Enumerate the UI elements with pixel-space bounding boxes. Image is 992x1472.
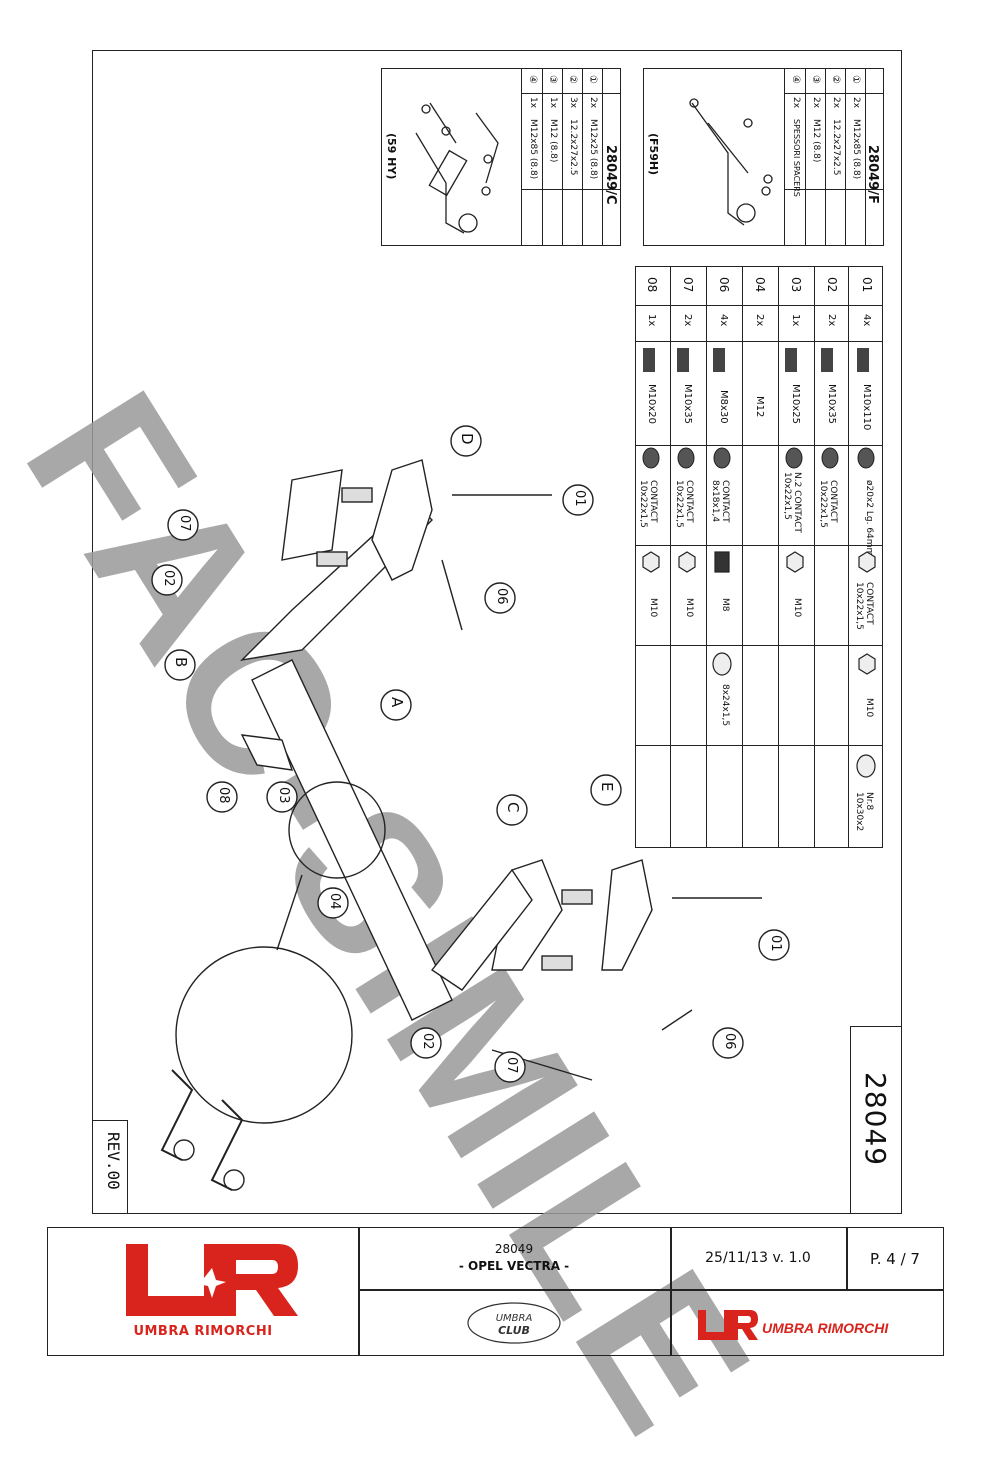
- callout-label-D: D: [458, 433, 476, 445]
- parts-table: [635, 266, 883, 848]
- exploded-view-drawing: [160, 459, 762, 1191]
- callout-02a: [151, 564, 183, 596]
- item6-icon: [856, 754, 876, 778]
- callout-label-C: C: [504, 802, 522, 813]
- callout-label-E: E: [598, 782, 616, 792]
- washer-icons: [642, 447, 875, 469]
- callouts-layer: [151, 425, 790, 1083]
- callout-label-02b: 02: [420, 1033, 435, 1050]
- callout-label-04: 04: [327, 893, 342, 910]
- callout-C: [496, 794, 528, 826]
- callout-A: [380, 689, 412, 721]
- callout-label-02a: 02: [161, 570, 176, 587]
- item5-icons: [712, 652, 876, 676]
- callout-label-01b: 01: [768, 935, 783, 952]
- callout-label-08: 08: [216, 787, 231, 804]
- drawing-frame: [92, 50, 902, 1214]
- callout-02b: [410, 1027, 442, 1059]
- callout-06a: [484, 582, 516, 614]
- title-block: UMBRA RIMORCHI 28049 - OPEL VECTRA - 25/…: [47, 1227, 944, 1356]
- umbra-brand-mark: [698, 1310, 758, 1340]
- callout-B: [164, 649, 196, 681]
- callout-label-07a: 07: [177, 515, 192, 532]
- callout-label-01a: 01: [572, 490, 587, 507]
- revision-box: [92, 1120, 128, 1214]
- kit-c-illustration: [415, 102, 499, 234]
- kit-c-box: (59 HY) 28049/C ① 2x M12x25 (8.8) ② 3x 1…: [381, 68, 621, 246]
- callout-07b: [494, 1051, 526, 1083]
- callout-01b: [758, 929, 790, 961]
- callout-label-A: A: [388, 697, 406, 708]
- callout-label-06a: 06: [494, 588, 509, 605]
- nut-icons: [642, 551, 876, 573]
- revision-label: REV.00: [104, 1132, 123, 1190]
- callout-label-06b: 06: [722, 1033, 737, 1050]
- page-number: P. 4 / 7: [870, 1250, 920, 1268]
- callout-label-07b: 07: [504, 1057, 519, 1074]
- part-number: 28049: [859, 1072, 892, 1167]
- svg-text:UMBRA: UMBRA: [496, 1313, 533, 1324]
- vehicle-model: - OPEL VECTRA -: [458, 1259, 570, 1273]
- drawing-code: 28049: [494, 1242, 534, 1256]
- date-version: 25/11/13 v. 1.0: [705, 1250, 811, 1266]
- umbra-brand-text: UMBRA RIMORCHI: [762, 1320, 889, 1336]
- callout-E: [590, 774, 622, 806]
- kit-f-box: (F59H) 28049/F ① 2x M12x85 (8.8) ② 2x 12…: [643, 68, 884, 246]
- kit-c-table: [521, 69, 621, 245]
- part-number-box: [850, 1026, 902, 1214]
- callout-06b: [712, 1027, 744, 1059]
- callout-D: [450, 425, 482, 457]
- kit-f-table: [784, 69, 884, 245]
- umbra-club-stamp: UMBRA CLUB: [467, 1302, 561, 1344]
- bolt-icons: [643, 348, 869, 372]
- svg-text:CLUB: CLUB: [498, 1324, 530, 1337]
- umbra-logo-text: UMBRA RIMORCHI: [133, 1324, 273, 1339]
- umbra-logo: [126, 1244, 298, 1316]
- callout-08: [206, 781, 238, 813]
- kit-f-illustration: [689, 98, 773, 226]
- callout-label-B: B: [172, 657, 190, 668]
- callout-03: [266, 781, 298, 813]
- callout-label-03: 03: [276, 787, 291, 804]
- callout-01a: [562, 484, 594, 516]
- callout-04: [317, 887, 349, 919]
- callout-07a: [167, 509, 199, 541]
